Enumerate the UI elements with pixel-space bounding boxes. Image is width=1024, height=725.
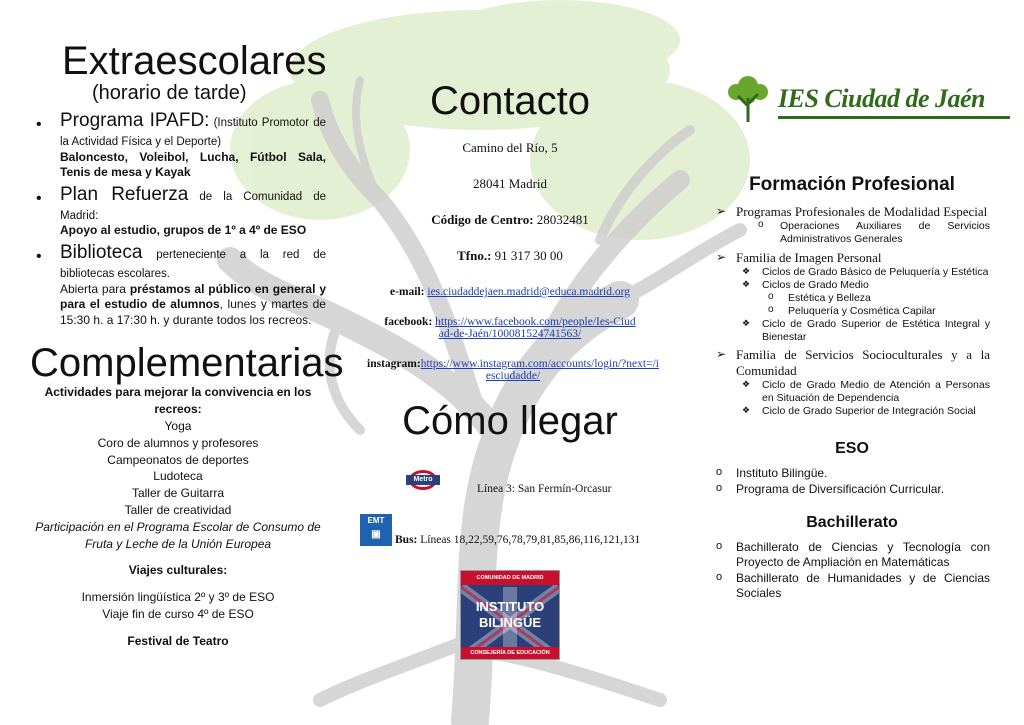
- list-item: Taller de creatividad: [124, 503, 232, 518]
- email: e-mail: ies.ciudaddejaen.madrid@educa.ma…: [390, 286, 630, 298]
- list-item: Biblioteca perteneciente a la red de bib…: [30, 241, 326, 328]
- fp-title: Formación Profesional: [749, 174, 955, 195]
- emt-logo: EMT▣: [360, 514, 392, 546]
- complementarias-title: Complementarias: [30, 341, 344, 386]
- metro-row: Metro Línea 3: San Fermín-Orcasur: [360, 470, 660, 504]
- instituto-bilingue-badge: COMUNIDAD DE MADRID INSTITUTO BILINGÜE C…: [460, 570, 560, 660]
- email-link[interactable]: ies.ciudaddejaen.madrid@educa.madrid.org: [427, 286, 630, 298]
- eso-title: ESO: [835, 440, 869, 458]
- tree-logo-icon: [728, 76, 768, 122]
- list-item: Ciclo de Grado Superior de Integración S…: [714, 405, 990, 418]
- list-item: Ciclos de Grado Básico de Peluquería y E…: [714, 266, 990, 279]
- school-logo: IES Ciudad de Jaén: [722, 72, 1010, 124]
- comp-fruta: Participación en el Programa Escolar de …: [35, 519, 321, 551]
- list-item: Programa de Diversificación Curricular.: [714, 481, 990, 498]
- list-item: Coro de alumnos y profesores: [97, 435, 259, 450]
- list-item: Inmersión lingüística 2º y 3º de ESO: [81, 590, 275, 605]
- festival-text: Festival de Teatro: [127, 633, 229, 648]
- list-item: Yoga: [164, 419, 192, 434]
- viajes-title: Viajes culturales:: [128, 563, 228, 578]
- list-item: Bachillerato de Ciencias y Tecnología co…: [714, 539, 990, 571]
- metro-text: Línea 3: San Fermín-Orcasur: [477, 483, 612, 495]
- extraescolares-title: Extraescolares: [62, 39, 327, 83]
- como-llegar-title: Cómo llegar: [402, 399, 618, 443]
- list-item: Taller de Guitarra: [131, 486, 225, 501]
- bus-text: Bus: Líneas 18,22,59,76,78,79,81,85,86,1…: [395, 534, 641, 546]
- list-item: Programa IPAFD: (Instituto Promotor de l…: [30, 109, 326, 181]
- address: Camino del Río, 5: [462, 140, 558, 155]
- facebook-link[interactable]: https://www.facebook.com/people/Ies-Ciud…: [435, 316, 636, 340]
- codigo-centro: Código de Centro: 28032481: [431, 212, 589, 227]
- list-item: Familia de Servicios Socioculturales y a…: [714, 347, 990, 380]
- contacto-title: Contacto: [429, 79, 591, 123]
- metro-logo: Metro: [406, 470, 440, 490]
- bus-row: EMT▣ Bus: Líneas 18,22,59,76,78,79,81,85…: [360, 514, 660, 558]
- list-item: Operaciones Auxiliares de Servicios Admi…: [714, 219, 990, 246]
- comp-heading: Actividades para mejorar la convivencia …: [44, 385, 312, 417]
- list-item: Instituto Bilingüe.: [714, 465, 990, 482]
- list-item: Estética y Belleza: [714, 291, 990, 305]
- list-item: Familia de Imagen Personal: [714, 250, 990, 266]
- list-item: Plan Refuerza de la Comunidad de Madrid:…: [30, 183, 326, 239]
- list-item: Programas Profesionales de Modalidad Esp…: [714, 204, 990, 220]
- list-item: Ciclo de Grado Medio de Atención a Perso…: [714, 379, 990, 405]
- list-item: Ciclos de Grado Medio: [714, 279, 990, 292]
- complementarias-list: Actividades para mejorar la convivencia …: [30, 384, 326, 649]
- instagram: instagram:https://www.instagram.com/acco…: [367, 358, 659, 382]
- telefono: Tfno.: 91 317 30 00: [457, 248, 563, 263]
- middle-column: Contacto Camino del Río, 5 28041 Madrid …: [360, 79, 660, 660]
- left-column: Extraescolares (horario de tarde) Progra…: [30, 39, 344, 650]
- list-item: Campeonatos de deportes: [107, 452, 249, 467]
- instagram-link[interactable]: https://www.instagram.com/accounts/login…: [420, 358, 659, 382]
- extraescolares-subtitle: (horario de tarde): [92, 82, 247, 104]
- list-item: Bachillerato de Humanidades y de Ciencia…: [714, 570, 990, 602]
- facebook: facebook: https://www.facebook.com/peopl…: [384, 316, 636, 340]
- bachillerato-title: Bachillerato: [806, 513, 898, 531]
- list-item: Ciclo de Grado Superior de Estética Inte…: [714, 318, 990, 344]
- list-item: Ludoteca: [153, 469, 203, 484]
- city: 28041 Madrid: [472, 176, 548, 191]
- extraescolares-list: Programa IPAFD: (Instituto Promotor de l…: [30, 109, 326, 328]
- right-column: Formación Profesional Programas Profesio…: [714, 174, 990, 602]
- list-item: Peluquería y Cosmética Capilar: [714, 304, 990, 318]
- list-item: Viaje fin de curso 4º de ESO: [102, 607, 254, 621]
